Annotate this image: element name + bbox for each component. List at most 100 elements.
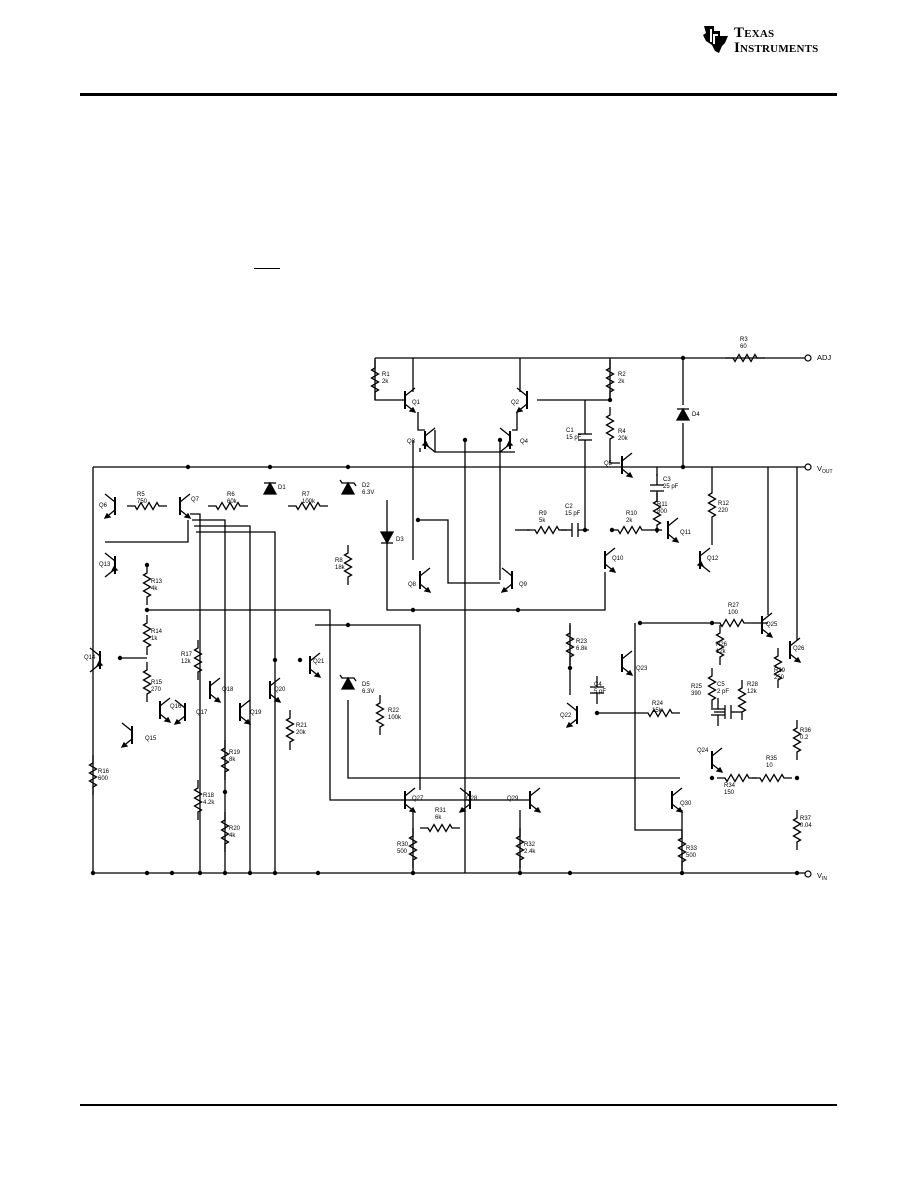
label-q6: Q6 [99, 503, 108, 509]
transistor-arrow [313, 671, 322, 678]
transistor-collector [121, 722, 133, 732]
transistor-collector [621, 452, 633, 462]
diode [675, 407, 691, 421]
label-q30: Q30 [680, 801, 692, 807]
label-d1: D1 [278, 485, 286, 491]
label-q28: Q28 [466, 796, 478, 802]
transistor-arrow [765, 631, 774, 638]
transistor-collector [404, 387, 416, 397]
label-q22: Q22 [560, 713, 572, 719]
transistor-arrow [110, 565, 119, 572]
transistor-collector [424, 427, 436, 437]
schematic-components [88, 353, 802, 870]
junction-dot [297, 657, 303, 663]
junction-dot [709, 620, 715, 626]
resistor [142, 565, 152, 605]
label-q26: Q26 [793, 646, 805, 652]
resistor [605, 360, 615, 400]
transistor-collector [667, 517, 679, 527]
resistor [773, 648, 783, 688]
transistor-collector [711, 747, 723, 757]
resistor [752, 773, 792, 783]
label-q9: Q9 [519, 582, 528, 588]
label-q3: Q3 [407, 439, 416, 445]
diode [379, 531, 395, 545]
junction-dot [567, 870, 573, 876]
resistor [142, 615, 152, 655]
resistor [527, 525, 567, 535]
transistor-collector [104, 552, 116, 562]
transistor-collector [209, 677, 221, 687]
transistor-arrow [515, 406, 524, 413]
transistor-collector [239, 699, 251, 709]
transistor-arrow [408, 406, 417, 413]
wire [434, 430, 515, 453]
junction-dot [794, 870, 800, 876]
transistor-collector [419, 567, 431, 577]
schematic-wires [92, 357, 805, 874]
transistor-collector [789, 637, 801, 647]
label-q18: Q18 [222, 687, 234, 693]
terminal-pin [804, 354, 812, 362]
wire [512, 412, 518, 431]
resistor [193, 640, 203, 680]
label-q16: Q16 [170, 704, 182, 710]
junction-dot [117, 655, 123, 661]
zener-diode [340, 481, 356, 495]
resistor [208, 501, 248, 511]
header-rule [80, 93, 837, 96]
transistor-collector [104, 493, 116, 503]
resistor [712, 618, 752, 628]
junction-dot [415, 517, 421, 523]
label-q27: Q27 [412, 796, 424, 802]
footer-rule [80, 1104, 837, 1106]
transistor-arrow [95, 660, 104, 667]
transistor-arrow [675, 806, 684, 813]
resistor [652, 493, 662, 533]
wire [609, 447, 620, 464]
junction-dot [594, 710, 600, 716]
transistor-arrow [423, 586, 432, 593]
label-q23: Q23 [636, 666, 648, 672]
transistor-arrow [213, 696, 222, 703]
transistor-collector [761, 612, 773, 622]
junction-dot [794, 775, 800, 781]
label-q21: Q21 [313, 659, 325, 665]
resistor [707, 485, 717, 525]
transistor-collector [604, 547, 616, 557]
wire [192, 519, 226, 873]
ti-logo: Texas Instruments [698, 20, 838, 64]
junction-dot [272, 870, 278, 876]
transistor-arrow [625, 471, 634, 478]
junction-dot [315, 870, 321, 876]
junction-dot [222, 789, 228, 795]
resistor [375, 695, 385, 735]
zener-bar [339, 674, 357, 682]
transistor-collector [179, 493, 191, 503]
transistor-collector [459, 787, 471, 797]
resistor [792, 720, 802, 760]
label-q25: Q25 [766, 622, 778, 628]
transistor-arrow [608, 566, 617, 573]
junction-dot [680, 355, 686, 361]
resistor [515, 828, 525, 868]
wire [386, 500, 606, 611]
junction-dot [679, 870, 685, 876]
ti-state-icon [703, 26, 728, 53]
transistor-collector [309, 652, 321, 662]
zener-bar [339, 479, 357, 487]
label-q29: Q29 [507, 796, 519, 802]
